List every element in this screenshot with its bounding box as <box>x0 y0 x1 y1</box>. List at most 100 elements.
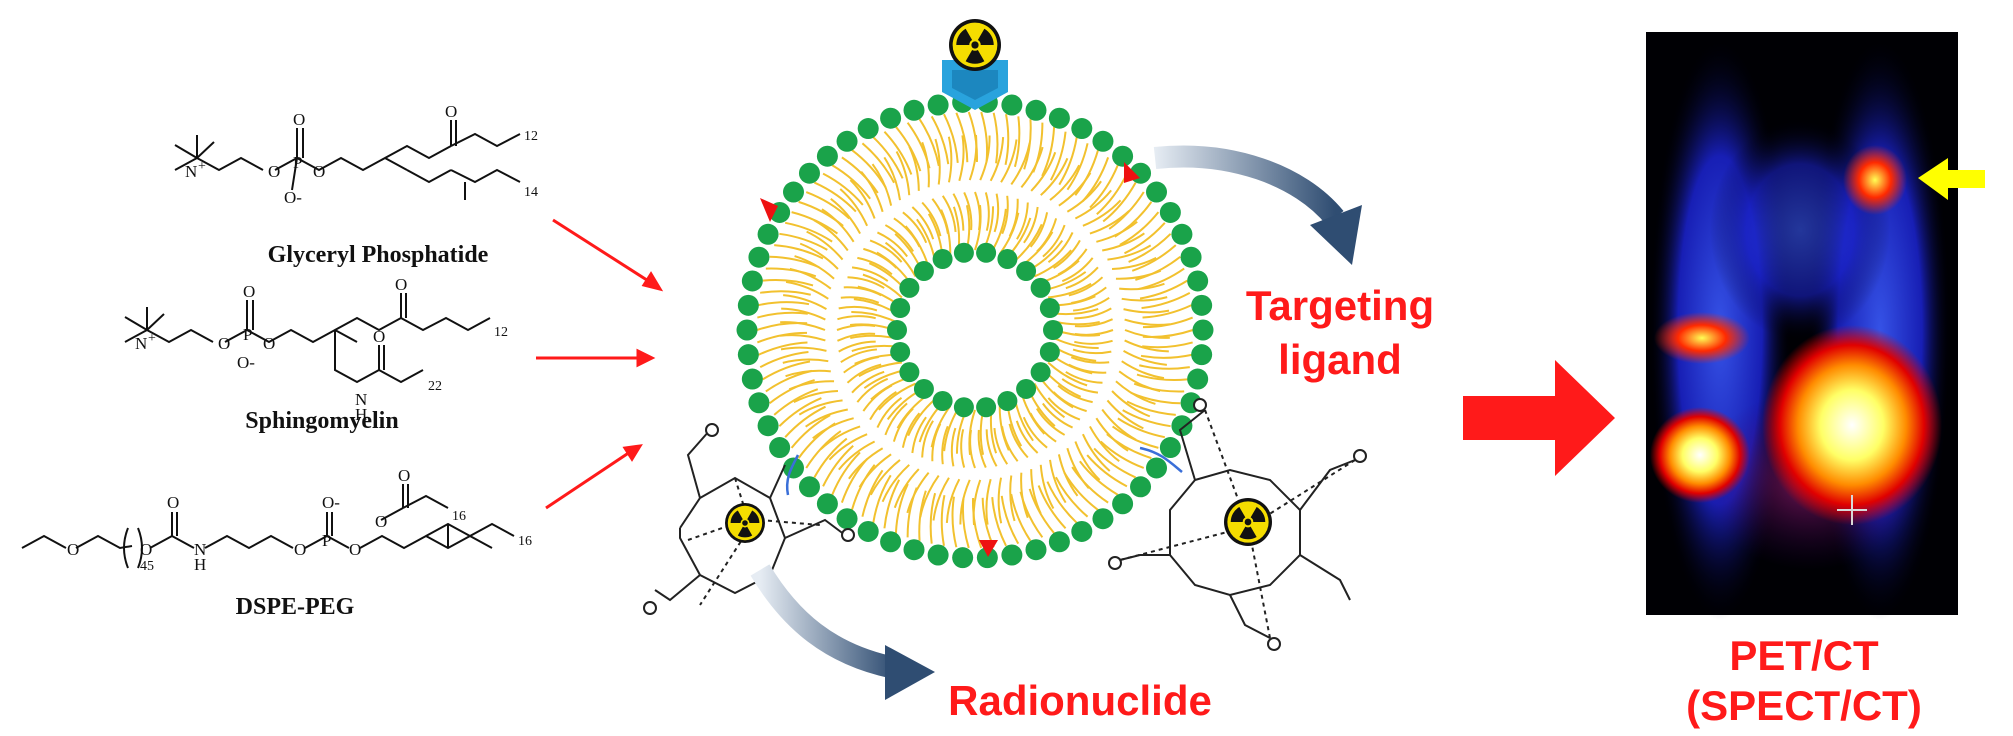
lipid-tail <box>757 311 808 319</box>
lipid-tail <box>968 134 978 181</box>
atom-o: O <box>398 466 410 485</box>
sphingomyelin-structure <box>124 293 491 384</box>
lipid-tail <box>1117 417 1166 439</box>
lipid-tail <box>762 279 814 287</box>
lipid-tail <box>872 474 892 523</box>
lipid-tail <box>984 192 990 231</box>
lipid-tail <box>1033 383 1066 419</box>
lipid-tail <box>861 142 895 184</box>
lipid-tail <box>851 370 885 394</box>
chain-subscript: 12 <box>494 325 508 340</box>
lipid-tail <box>1107 244 1152 261</box>
lipid-tail <box>941 195 957 232</box>
atom-n: N <box>135 334 147 353</box>
lipid-head <box>932 390 953 411</box>
lipid-tail <box>1074 318 1113 328</box>
lipid-tail <box>1121 360 1165 380</box>
lipid-tail <box>1047 282 1092 299</box>
lipid-tail <box>858 453 892 488</box>
lipid-tail <box>906 472 930 514</box>
lipid-tail <box>757 341 808 356</box>
arrow-dspe <box>545 450 631 510</box>
lipid-tail <box>806 230 844 261</box>
atom-n: N <box>185 162 197 181</box>
lipid-head <box>857 520 879 542</box>
lipid-tail <box>950 427 957 467</box>
lipid-tail <box>979 135 991 181</box>
lipid-tail <box>919 474 940 518</box>
lipid-tail <box>1115 380 1156 405</box>
lipid-tail <box>822 172 864 206</box>
lipid-head <box>857 118 879 140</box>
lipid-tail <box>1082 199 1122 227</box>
lipid-tail <box>1066 447 1090 489</box>
lipid-tail <box>1030 151 1057 192</box>
lipid-tail <box>941 425 949 465</box>
targeting-label-line2: ligand <box>1278 336 1402 383</box>
left-linker <box>785 454 800 496</box>
lipid-tail <box>985 429 998 467</box>
lipid-head <box>953 397 974 418</box>
lipid-tail <box>781 307 826 321</box>
dspe-peg-label: DSPE-PEG <box>236 594 355 620</box>
lipid-head <box>741 270 763 292</box>
chain-subscript: 45 <box>140 559 154 574</box>
lipid-tail <box>871 163 893 206</box>
lipid-tail <box>993 193 1000 233</box>
lipid-head <box>1146 181 1168 203</box>
lipid-tail <box>1049 459 1067 504</box>
lipid-tail <box>848 447 884 480</box>
lipid-tail <box>1139 364 1190 370</box>
lipid-tail <box>1015 420 1039 454</box>
lipid-head <box>1159 437 1181 459</box>
lipid-head <box>748 392 770 414</box>
lipid-head <box>997 390 1018 411</box>
lipid-tail <box>955 112 969 163</box>
atom-o: O <box>395 275 407 294</box>
lipid-tail <box>876 397 903 429</box>
lipid-tail <box>812 417 854 439</box>
lipid-tail <box>884 402 908 436</box>
lipid-tail <box>921 141 930 188</box>
lipid-head <box>782 181 804 203</box>
lipid-head <box>1187 368 1209 390</box>
lipid-tail <box>931 198 949 234</box>
lipid-tail <box>856 377 889 403</box>
lipid-head <box>1130 476 1152 498</box>
lipid-tail <box>860 171 884 213</box>
lipid-tail <box>774 244 824 260</box>
chain-subscript: 16 <box>452 509 466 524</box>
lipid-tail <box>857 256 893 276</box>
lipid-tail <box>1102 182 1137 223</box>
lipid-tail <box>1066 143 1089 191</box>
lipid-head <box>798 162 820 184</box>
lipid-tail <box>836 324 876 331</box>
lipid-tail <box>788 380 835 391</box>
lipid-tail <box>1008 423 1029 459</box>
lipid-tail <box>847 276 885 289</box>
lipid-tail <box>940 209 952 254</box>
lipid-tail <box>759 351 809 369</box>
lipid-tail <box>862 273 903 299</box>
lipid-head <box>1112 145 1134 167</box>
lipid-tail <box>1054 337 1099 350</box>
lipid-tail <box>961 497 970 549</box>
lipid-head <box>1016 261 1037 282</box>
lipid-head <box>976 242 997 263</box>
lipid-tail <box>783 294 827 310</box>
lipid-head <box>1180 246 1202 268</box>
atom-o: O <box>375 512 387 531</box>
lipid-head <box>1071 118 1093 140</box>
lipid-tail <box>1049 164 1081 201</box>
arrow-glyceryl <box>552 218 651 284</box>
lipid-tail <box>1066 180 1102 213</box>
lipid-tail <box>921 201 942 237</box>
lipid-tail <box>932 477 950 521</box>
lipid-head <box>1146 457 1168 479</box>
lipid-tail <box>1073 296 1110 312</box>
lipid-tail <box>1057 454 1079 497</box>
lipid-head <box>1071 520 1093 542</box>
lipid-head <box>1092 130 1114 152</box>
lipid-tail <box>785 280 829 300</box>
lipid-tail <box>1111 390 1151 418</box>
